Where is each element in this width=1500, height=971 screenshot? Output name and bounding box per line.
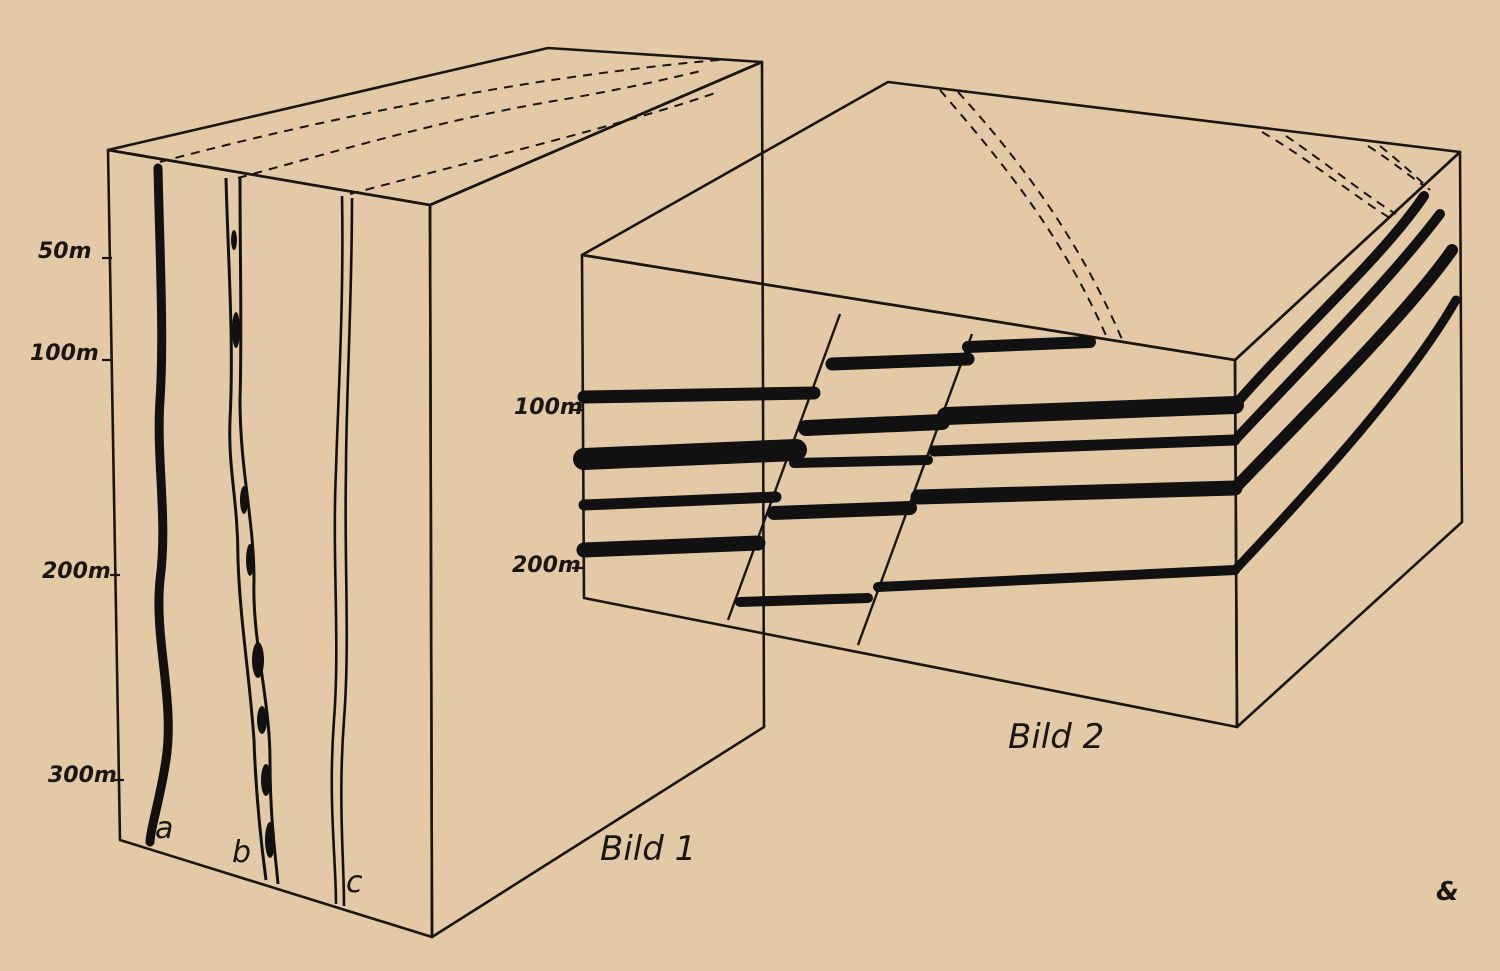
depth-label-100m: 100m: [30, 341, 99, 366]
vein-c-label: c: [346, 865, 363, 900]
bed-trace-1: [1261, 131, 1391, 219]
depth-label-300m: 300m: [48, 763, 117, 788]
fault-2: [856, 333, 974, 646]
depth-label-2-100m: 100m: [514, 395, 583, 420]
faulted-beds: [573, 336, 1244, 607]
bed-4-left: [576, 535, 766, 558]
block1-depth-scale: 50m 100m 200m 300m: [30, 239, 124, 788]
vein-c-top-trace: [349, 91, 719, 195]
figure1-caption: Bild 1: [600, 829, 696, 869]
vein-a: [145, 163, 173, 847]
fault-trace-1b: [957, 91, 1125, 345]
side-bed-2: [1230, 209, 1445, 445]
bed-4-middle: [735, 593, 873, 607]
depth-label-200m: 200m: [42, 559, 111, 584]
block2-depth-scale: 100m 200m: [512, 395, 584, 578]
side-bed-1: [1230, 191, 1429, 410]
bed-2-left: [573, 439, 807, 470]
block-diagram-1: 50m 100m 200m 300m a b c Bild 1: [30, 46, 766, 939]
bed-trace-2: [1285, 135, 1397, 215]
figure2-caption: Bild 2: [1008, 717, 1104, 757]
bed-1-left: [577, 386, 821, 404]
corner-mark: &: [1436, 877, 1459, 907]
fault-trace-1a: [939, 89, 1109, 341]
block2-side-face: [1233, 150, 1464, 729]
vein-c-line-1: [330, 195, 344, 905]
bed-3-middle: [767, 501, 917, 520]
bed-3-right: [910, 480, 1243, 505]
depth-label-50m: 50m: [38, 239, 92, 264]
side-face-beds: [1229, 191, 1461, 575]
vein-b-top-trace: [237, 69, 706, 179]
vein-c-line-2: [340, 197, 354, 907]
side-bed-3: [1229, 244, 1458, 494]
block2-top-face: [580, 80, 1462, 362]
vein-a-top-trace: [159, 59, 721, 163]
side-bed-4: [1230, 295, 1461, 575]
bed-4-right: [873, 565, 1240, 592]
block-diagram-2: 100m 200m Bild 2: [512, 80, 1464, 757]
bed-trace-4: [1379, 145, 1431, 191]
block1-side-face: [428, 60, 766, 939]
bed-0-middle: [825, 352, 975, 371]
vein-a-label: a: [155, 811, 173, 846]
bed-1-right: [937, 396, 1244, 425]
depth-label-2-200m: 200m: [512, 553, 581, 578]
bed-2-middle: [789, 455, 933, 468]
vein-b-lenses: [231, 230, 275, 858]
vein-b-label: b: [232, 835, 251, 870]
vein-b-left-wall: [224, 177, 268, 881]
vein-b-right-wall: [238, 177, 280, 885]
fault-1: [726, 313, 842, 621]
bed-1-middle: [798, 414, 950, 436]
bed-0-right: [962, 336, 1096, 353]
bed-2-right: [928, 434, 1241, 457]
bed-trace-3: [1367, 145, 1425, 187]
block1-top-face: [106, 46, 764, 207]
bed-3-left: [578, 491, 782, 511]
